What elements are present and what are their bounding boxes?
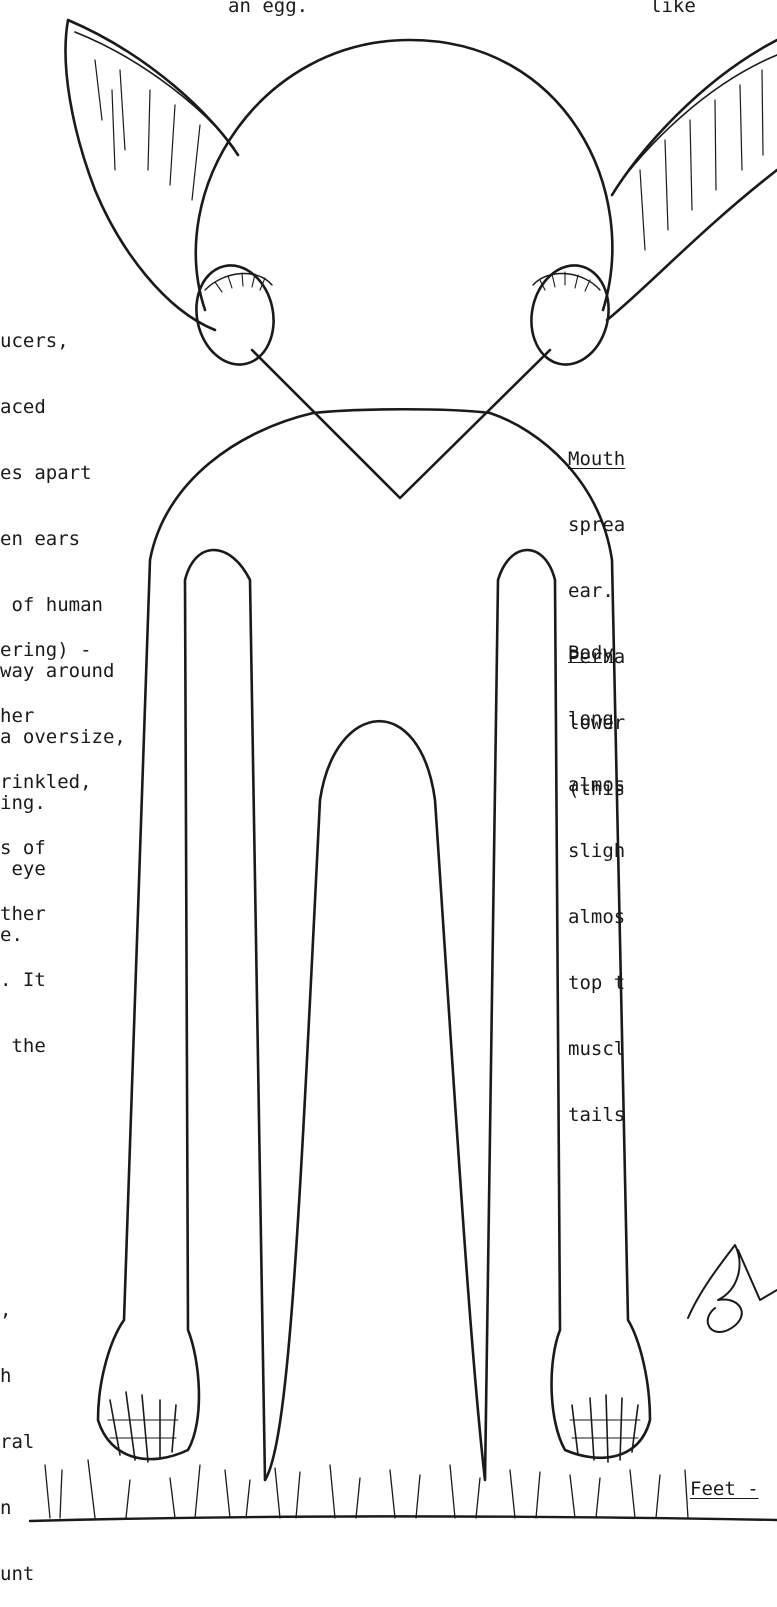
right-ear — [607, 40, 777, 320]
eyes-caption-line: en ears — [0, 528, 126, 550]
hands-caption-line: n — [0, 1497, 34, 1519]
skin-caption-line: ering) - — [0, 639, 92, 661]
skin-caption-line: her — [0, 705, 92, 727]
ground-line — [30, 1516, 777, 1521]
hands-caption-line: ral — [0, 1431, 34, 1453]
signature — [688, 1245, 777, 1332]
right-eye — [522, 258, 617, 372]
body-note: Body long almos sligh almos top t muscl … — [568, 598, 625, 1148]
body-note-line: almos — [568, 774, 625, 796]
right-hand-fingers — [570, 1395, 640, 1462]
skin-caption-line: . It — [0, 969, 92, 991]
skin-caption-line: the — [0, 1035, 92, 1057]
body-note-line: almos — [568, 906, 625, 928]
body-note-line: muscl — [568, 1038, 625, 1060]
hands-caption-line: , — [0, 1299, 34, 1321]
mouth-note-line: sprea — [568, 514, 625, 536]
body-note-line: long — [568, 708, 625, 730]
body-note-line: tails — [568, 1104, 625, 1126]
head-outline — [196, 40, 612, 310]
top-fragment-right: like — [650, 0, 696, 17]
eyes-caption-line: aced — [0, 396, 126, 418]
skin-caption-line: s of — [0, 837, 92, 859]
hands-caption-line: unt — [0, 1563, 34, 1585]
body-note-line: top t — [568, 972, 625, 994]
grass — [45, 1460, 688, 1518]
face-lines — [252, 350, 550, 498]
hands-caption: , h ral n unt — [0, 1255, 34, 1607]
left-eye — [187, 258, 282, 372]
body-heading: Body — [568, 642, 625, 664]
hands-caption-line: h — [0, 1365, 34, 1387]
skin-caption-line: rinkled, — [0, 771, 92, 793]
feet-heading: Feet - — [690, 1478, 759, 1500]
skin-caption: ering) - her rinkled, s of ther . It the — [0, 595, 92, 1079]
left-hand-fingers — [108, 1392, 178, 1462]
eyes-caption-line: es apart — [0, 462, 126, 484]
skin-caption-line: ther — [0, 903, 92, 925]
mouth-heading: Mouth — [568, 448, 625, 470]
eyes-caption-line: ucers, — [0, 330, 126, 352]
top-fragment-left: an egg. — [228, 0, 308, 17]
body-note-line: sligh — [568, 840, 625, 862]
